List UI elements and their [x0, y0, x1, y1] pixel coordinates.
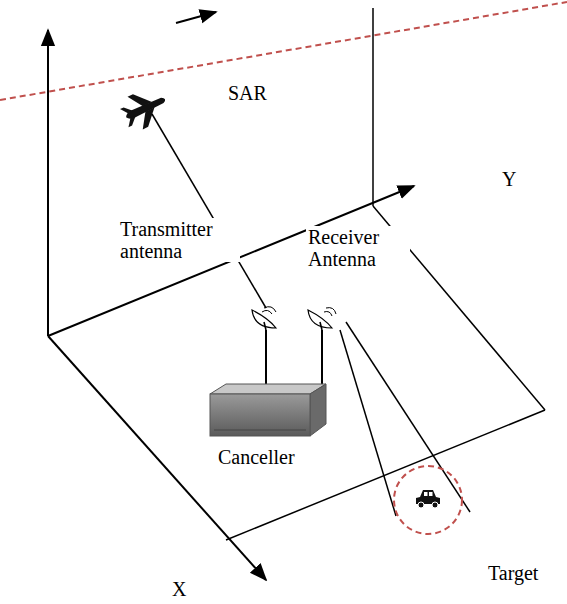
plane-edge	[372, 8, 374, 206]
antenna-pole	[321, 330, 323, 388]
axis-label: X	[170, 578, 188, 600]
receiver-dish	[308, 308, 336, 330]
plane-label: SAR	[226, 82, 269, 104]
receive-beam	[340, 330, 396, 516]
aircraft-icon	[117, 83, 173, 135]
flight-path	[0, 2, 567, 100]
flight-direction-arrow	[176, 12, 216, 23]
z-axis	[47, 30, 49, 336]
device-label: Canceller	[216, 446, 297, 468]
transmitter-dish	[252, 307, 276, 330]
antenna-label: Receiver Antenna	[306, 226, 410, 270]
receive-beam	[346, 322, 470, 512]
canceller-box	[210, 384, 326, 436]
axis-label: Y	[500, 168, 518, 190]
target-region	[394, 466, 462, 534]
antenna-pole	[265, 330, 267, 390]
illumination-line	[152, 114, 266, 308]
antenna-label: Transmitter antenna	[118, 218, 240, 262]
y-axis	[48, 186, 414, 336]
target-label: Target	[486, 562, 540, 584]
car-icon	[416, 490, 440, 508]
